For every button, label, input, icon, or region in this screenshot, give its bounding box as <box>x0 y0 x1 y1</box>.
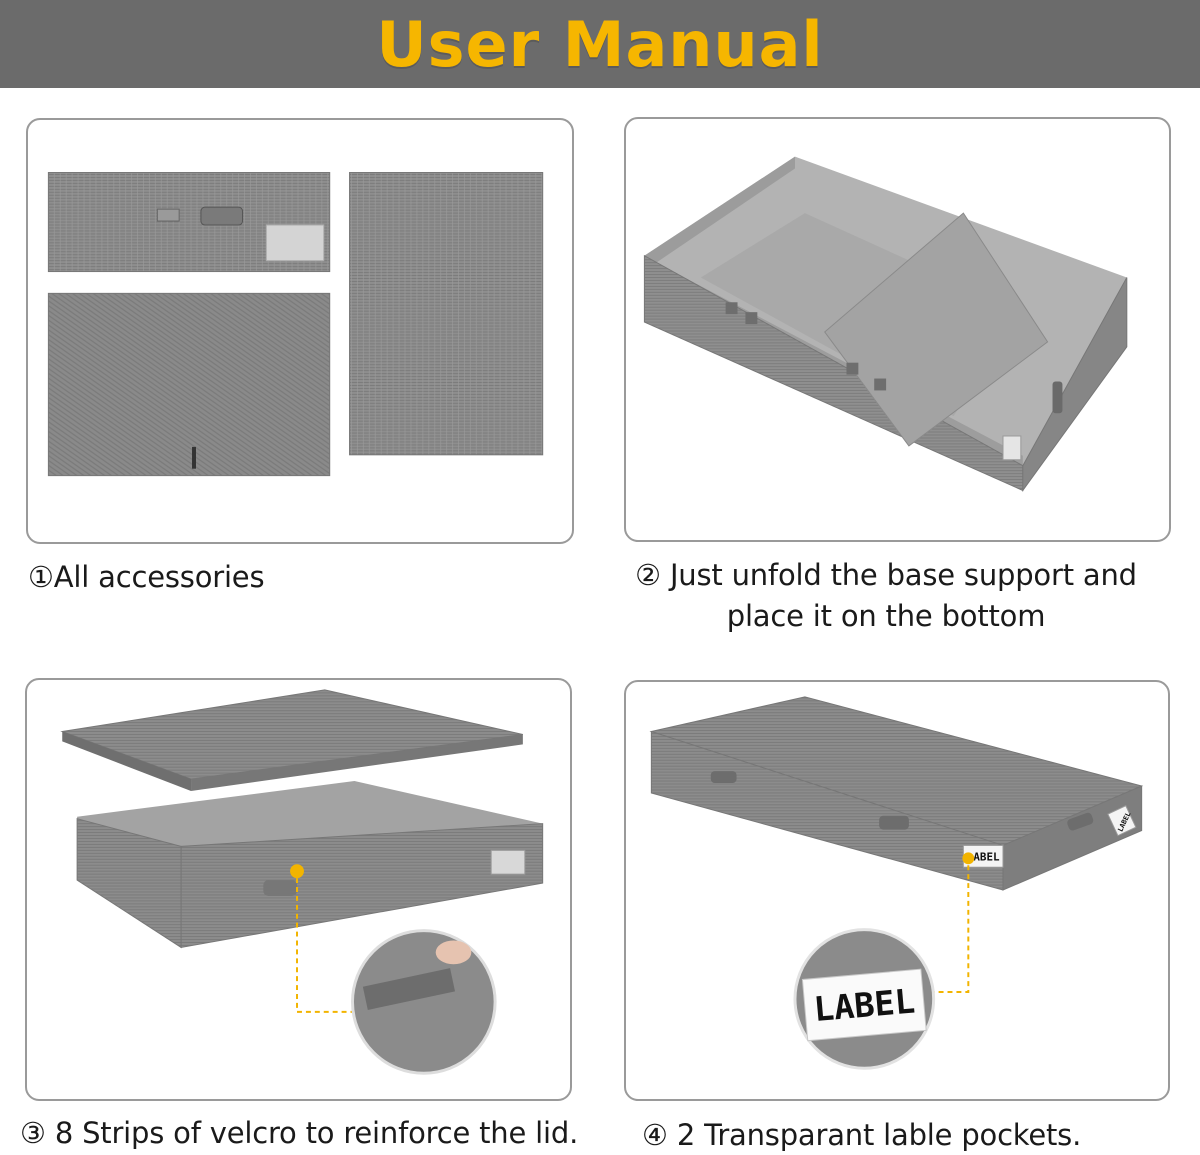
open-box-illustration <box>643 156 1128 492</box>
handle-icon <box>263 880 298 896</box>
step-3-image-panel <box>25 678 572 1101</box>
guide-line <box>296 878 355 1013</box>
accessories-illustration <box>47 172 544 477</box>
zoomed-label-card <box>801 968 927 1042</box>
zoomed-label-text: LABEL <box>812 981 916 1029</box>
label-pocket-icon <box>490 849 526 875</box>
step-1-caption: ①All accessories <box>28 560 265 594</box>
rectangle-panel-icon <box>349 172 544 456</box>
finger-icon <box>435 940 472 965</box>
guide-line <box>928 865 970 994</box>
step-2-image-panel <box>624 117 1171 542</box>
page-title: User Manual <box>376 7 824 81</box>
step-3-caption: ③ 8 Strips of velcro to reinforce the li… <box>20 1116 579 1150</box>
step-4-caption: ④ 2 Transparant lable pockets. <box>642 1118 1082 1152</box>
box-front-wall <box>180 823 544 949</box>
handle-icon <box>200 206 244 226</box>
step-2-caption: ② Just unfold the base support and place… <box>620 555 1152 637</box>
velcro-zoom-circle <box>350 929 497 1075</box>
velcro-indicator-dot <box>290 864 304 879</box>
box-side-wall <box>1022 277 1128 492</box>
side-label-pocket <box>1107 805 1137 837</box>
label-pocket-icon <box>265 224 325 262</box>
handle-icon <box>1052 381 1063 414</box>
velcro-strip-icon <box>362 968 456 1010</box>
label-pocket-icon <box>1002 435 1022 461</box>
step-1-image-panel <box>26 118 574 544</box>
label-indicator-dot <box>962 852 975 865</box>
step-2-caption-line-1: ② Just unfold the base support and <box>635 558 1137 592</box>
front-label-text: LABEL <box>967 850 1000 863</box>
velcro-strip-icon <box>156 208 180 222</box>
closed-box-illustration: LABEL LABEL LABEL <box>649 696 1144 1070</box>
step-2-caption-line-2: place it on the bottom <box>726 599 1046 633</box>
step-4-image-panel: LABEL LABEL LABEL <box>624 680 1170 1101</box>
handle-icon <box>710 771 737 784</box>
pull-tab <box>192 446 196 469</box>
lid-velcro-illustration <box>60 689 544 1075</box>
box-side-wall <box>1002 785 1143 891</box>
title-banner: User Manual <box>0 0 1200 88</box>
base-support-panel <box>47 292 331 477</box>
